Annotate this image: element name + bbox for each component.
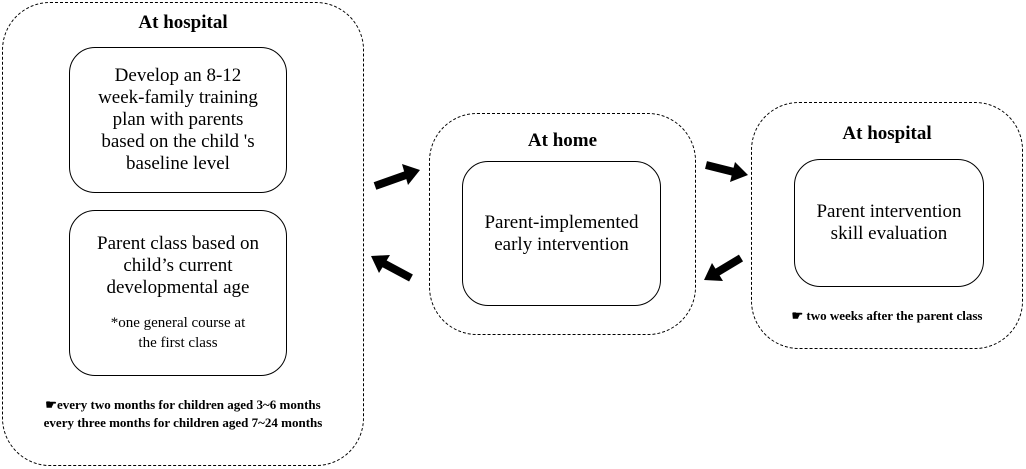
middle-home-panel: At home Parent-implemented early interve… <box>429 113 696 335</box>
right-panel-timing-note: ☛ two weeks after the parent class <box>791 308 983 323</box>
skill-evaluation-text: Parent intervention skill evaluation <box>816 201 962 244</box>
parent-class-box: Parent class based on child’s current de… <box>69 210 287 376</box>
middle-panel-title: At home <box>527 130 598 151</box>
training-plan-text: Develop an 8-12 week-family training pla… <box>98 65 258 174</box>
arrow-home-to-right <box>705 161 748 182</box>
right-hospital-panel: At hospital Parent intervention skill ev… <box>751 102 1023 349</box>
left-panel-title: At hospital <box>138 12 228 33</box>
left-panel-schedule-note: ☛every two months for children aged 3~6 … <box>43 397 323 430</box>
arrow-right-to-home <box>704 254 744 281</box>
arrow-home-to-left <box>371 255 413 282</box>
left-hospital-panel: At hospital Develop an 8-12 week-family … <box>2 2 364 466</box>
training-plan-box: Develop an 8-12 week-family training pla… <box>69 47 287 193</box>
arrow-left-to-home <box>373 164 420 190</box>
parent-intervention-box: Parent-implemented early intervention <box>462 161 661 306</box>
parent-class-text: Parent class based on child’s current de… <box>97 233 259 298</box>
skill-evaluation-box: Parent intervention skill evaluation <box>794 159 984 287</box>
right-panel-title: At hospital <box>842 123 932 144</box>
parent-class-note: *one general course at the first class <box>110 315 246 351</box>
parent-intervention-text: Parent-implemented early intervention <box>484 211 639 255</box>
